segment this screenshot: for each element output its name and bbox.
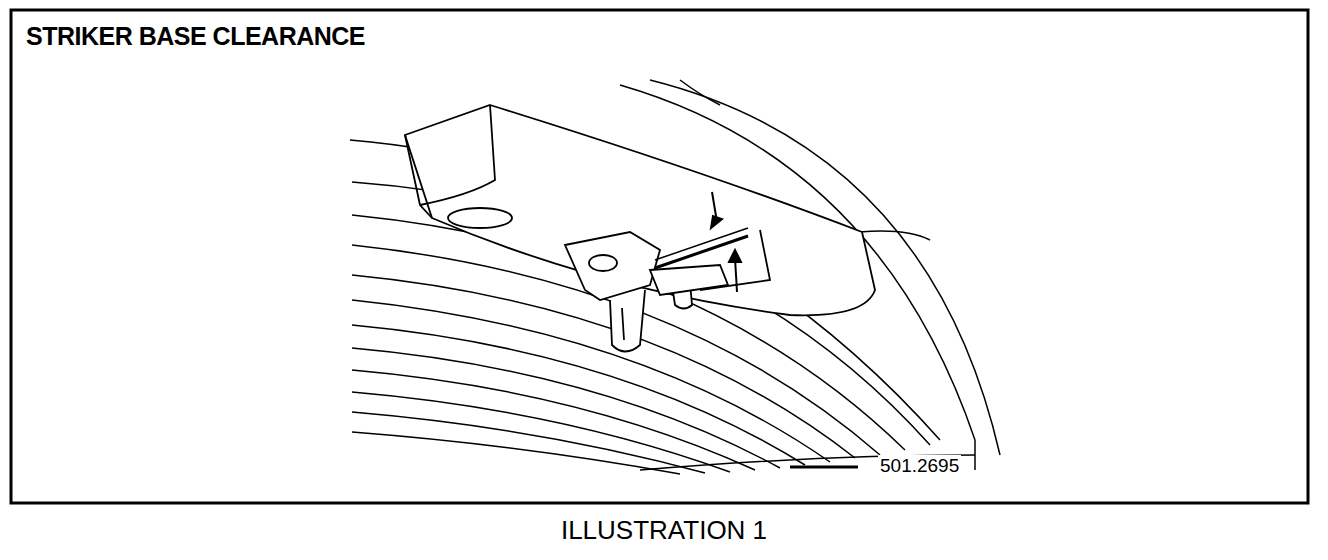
diagram-title: STRIKER BASE CLEARANCE [26,22,365,51]
feeler-gauge-and-arrows [655,192,748,292]
latch-housing [405,105,875,315]
frame-border [11,10,1308,503]
reference-number: 501.2695 [878,455,961,477]
reference-underline [790,466,858,469]
trunk-panel-lines [350,80,1000,474]
illustration-caption: ILLUSTRATION 1 [0,515,1328,546]
